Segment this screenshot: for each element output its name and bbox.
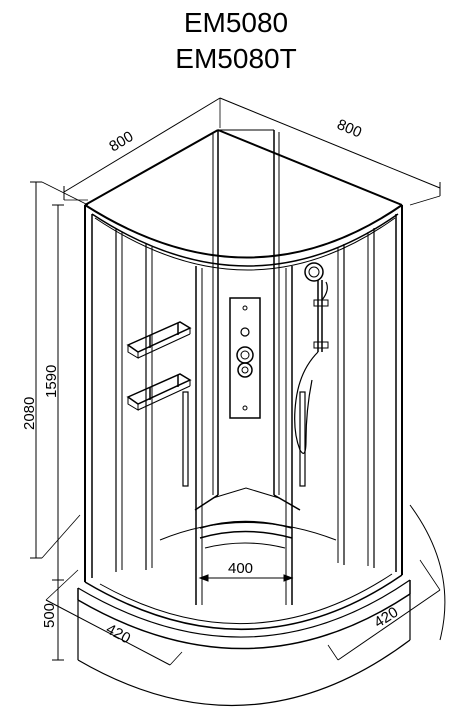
cabin-frame: [84, 129, 403, 605]
control-panel: [229, 297, 261, 419]
dimension-label-tray-height: 500: [41, 603, 58, 628]
model-title-primary: EM5080: [183, 7, 289, 38]
shower-set: [294, 262, 329, 487]
bottom-dimension-lines: [45, 504, 446, 666]
model-title-secondary: EM5080T: [175, 43, 297, 74]
dimension-label-total-height: 2080: [21, 397, 38, 430]
dimension-label-seat-width: 400: [228, 560, 253, 577]
shower-tray: [77, 487, 411, 707]
left-dimension-lines: [30, 181, 89, 661]
dimension-label-cabin-height: 1590: [43, 365, 60, 398]
title-block: EM5080 EM5080T: [0, 0, 472, 74]
corner-shelves: [126, 321, 192, 487]
dimension-label-top-right: 800: [334, 116, 364, 141]
top-dimension-lines: [63, 97, 441, 206]
dimension-label-tray-right: 420: [371, 604, 401, 632]
